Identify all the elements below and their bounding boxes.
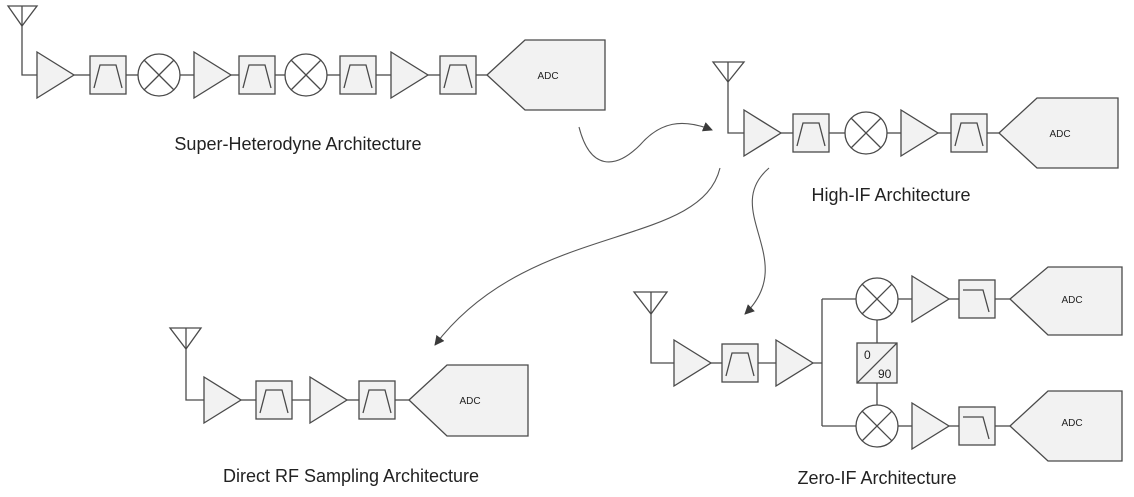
phase-shifter-top-label: 0 <box>864 348 871 362</box>
mixer-icon <box>855 277 899 321</box>
amplifier-icon <box>911 274 951 324</box>
adc-block: ADC <box>1009 390 1123 462</box>
low-pass-filter-icon <box>958 279 996 319</box>
adc-block: ADC <box>408 364 529 437</box>
antenna-icon <box>168 327 204 401</box>
adc-label: ADC <box>1049 129 1070 140</box>
direct-rf-diagram: ADC Direct RF Sampling Architecture <box>168 327 529 486</box>
zero-if-title: Zero-IF Architecture <box>797 468 956 488</box>
phase-shifter-bottom-label: 90 <box>878 367 892 381</box>
antenna-icon <box>711 61 746 134</box>
amplifier-icon <box>911 401 951 451</box>
band-pass-filter-icon <box>255 380 293 420</box>
high-if-title: High-IF Architecture <box>811 185 970 205</box>
band-pass-filter-icon <box>358 380 396 420</box>
antenna-icon <box>6 5 39 76</box>
amplifier-icon <box>900 108 940 158</box>
amplifier-icon <box>309 375 349 425</box>
super-heterodyne-title: Super-Heterodyne Architecture <box>174 134 421 154</box>
mixer-icon <box>284 53 328 97</box>
phase-shifter: 0 90 <box>856 342 898 384</box>
iq-splitter <box>813 298 856 427</box>
antenna-icon <box>632 291 674 364</box>
mixer-icon <box>137 53 181 97</box>
band-pass-filter-icon <box>89 55 127 95</box>
band-pass-filter-icon <box>721 343 759 383</box>
adc-label: ADC <box>459 396 480 407</box>
band-pass-filter-icon <box>792 113 830 153</box>
band-pass-filter-icon <box>439 55 477 95</box>
high-if-diagram: ADC High-IF Architecture <box>711 61 1119 205</box>
adc-block: ADC <box>998 97 1119 169</box>
amplifier-icon <box>390 50 430 100</box>
low-pass-filter-icon <box>958 406 996 446</box>
amplifier-icon <box>673 338 713 388</box>
adc-label: ADC <box>537 71 558 82</box>
arrow-high-if-to-direct-rf <box>434 167 721 346</box>
amplifier-icon <box>743 108 783 158</box>
adc-block: ADC <box>486 39 606 111</box>
super-heterodyne-diagram: ADC Super-Heterodyne Architecture <box>6 5 606 154</box>
arrow-high-if-to-zero-if <box>744 167 770 315</box>
band-pass-filter-icon <box>339 55 377 95</box>
zero-if-diagram: ADC 0 90 ADC Zero-IF Architecture <box>632 266 1123 488</box>
band-pass-filter-icon <box>950 113 988 153</box>
arrow-superhet-to-high-if <box>578 122 713 163</box>
mixer-icon <box>844 111 888 155</box>
amplifier-icon <box>775 338 815 388</box>
amplifier-icon <box>203 375 243 425</box>
adc-label: ADC <box>1061 295 1082 306</box>
adc-block: ADC <box>1009 266 1123 336</box>
adc-label: ADC <box>1061 418 1082 429</box>
mixer-icon <box>855 404 899 448</box>
direct-rf-title: Direct RF Sampling Architecture <box>223 466 479 486</box>
amplifier-icon <box>193 50 233 100</box>
amplifier-icon <box>36 50 76 100</box>
band-pass-filter-icon <box>238 55 276 95</box>
